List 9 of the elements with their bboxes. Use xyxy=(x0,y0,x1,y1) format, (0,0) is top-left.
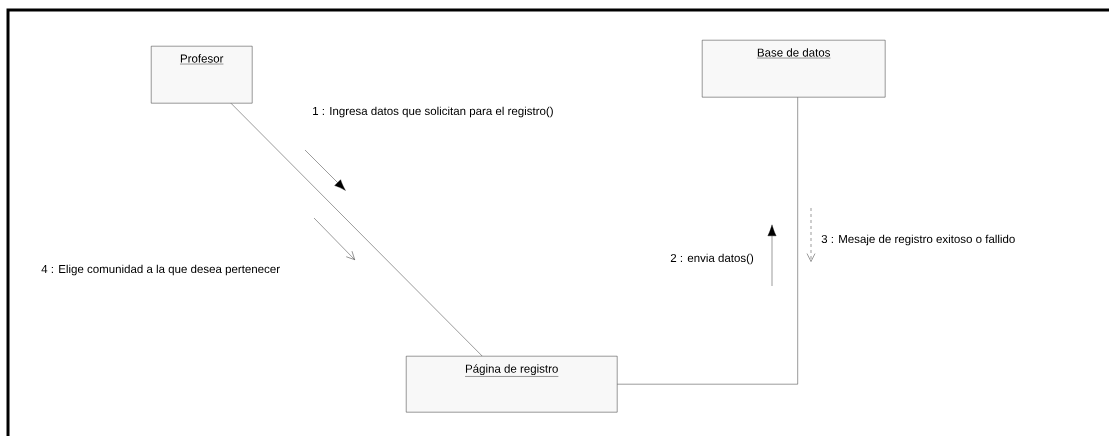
object-box: Profesor xyxy=(151,46,253,104)
message-label: 3 : Mesaje de registro exitoso o fallido xyxy=(821,234,1015,246)
message-label: 4 : Elige comunidad a la que desea pertenecer xyxy=(41,264,280,276)
link-line xyxy=(230,103,483,357)
object-box: Base de datos xyxy=(702,40,886,98)
object-box: Página de registro xyxy=(406,356,618,413)
link-line xyxy=(617,97,798,385)
message-label: 2 : envia datos() xyxy=(670,253,754,265)
message-label: 1 : Ingresa datos que solicitan para el registro() xyxy=(313,106,553,118)
